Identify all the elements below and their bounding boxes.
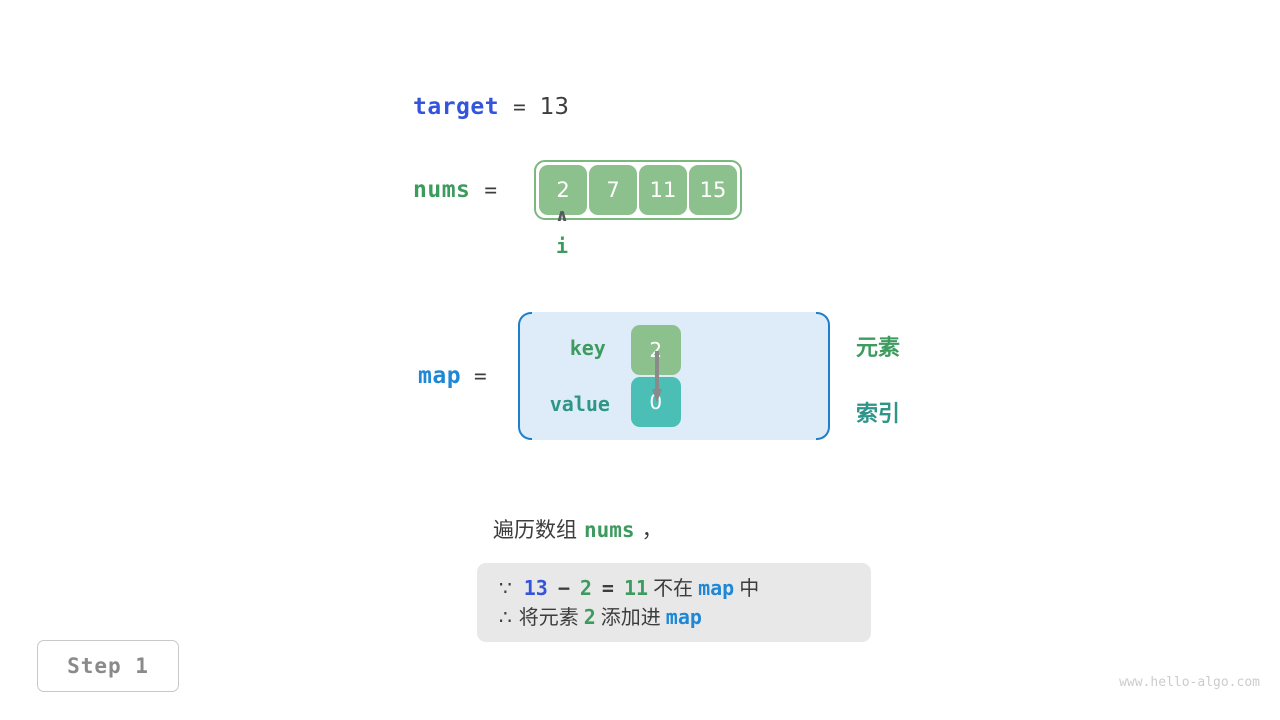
inference-text-not-in: 不在 [653, 576, 694, 600]
caption-suffix: ， [641, 518, 663, 542]
watermark: www.hello-algo.com [1119, 675, 1260, 690]
nums-equals-sign: = [484, 178, 498, 202]
side-annotations: 元素 索引 [856, 330, 900, 428]
caption-prefix: 遍历数组 [493, 518, 577, 542]
map-row-labels: key value [550, 312, 646, 440]
inference-text-in: 中 [739, 576, 760, 600]
inference-added-element: 2 [583, 605, 596, 629]
array-cell: 2 [539, 165, 588, 215]
step-label: Step 1 [67, 654, 149, 678]
index-pointer: ∧ i [536, 206, 588, 259]
array-cell: 7 [589, 165, 638, 215]
map-entry-column: 2 0 [630, 325, 681, 427]
inference-map-name: map [665, 605, 702, 629]
map-key-cell: 2 [630, 325, 681, 375]
caption-code: nums [584, 518, 635, 542]
caret-up-icon: ∧ [555, 206, 569, 226]
map-row: map = key value 2 0 [418, 312, 830, 440]
index-pointer-label: i [555, 234, 569, 258]
inference-equals-sign: = [601, 576, 614, 600]
target-equals-sign: = [513, 95, 526, 119]
map-box: key value 2 0 [517, 312, 830, 440]
inference-text-add-into: 添加进 [600, 605, 661, 629]
inference-minus-sign: − [557, 576, 570, 600]
because-symbol: ∵ [499, 576, 512, 600]
inference-complement-value: 11 [623, 576, 649, 600]
nums-variable-name: nums [413, 177, 471, 203]
step-badge: Step 1 [37, 640, 179, 692]
map-value-label: value [549, 392, 610, 416]
target-row: target = 13 [413, 94, 569, 120]
map-variable-name: map [418, 363, 462, 389]
array-container: 2 7 11 15 [534, 160, 743, 220]
map-key-label: key [569, 336, 606, 360]
annotation-index: 索引 [856, 402, 901, 427]
target-value: 13 [539, 94, 570, 120]
inference-current-element: 2 [579, 576, 592, 600]
caption-text: 遍历数组 nums， [493, 514, 663, 544]
array-cell: 11 [639, 165, 688, 215]
target-variable-name: target [413, 94, 500, 120]
map-value-cell: 0 [630, 377, 681, 427]
therefore-symbol: ∴ [499, 605, 512, 629]
map-equals-sign: = [474, 364, 487, 388]
array-cell: 15 [689, 165, 738, 215]
inference-target-value: 13 [523, 576, 548, 600]
nums-row: nums = 2 7 11 15 [413, 160, 743, 220]
annotation-element: 元素 [856, 336, 901, 361]
inference-map-name: map [698, 576, 735, 600]
inference-text-add-element: 将元素 [518, 605, 579, 629]
